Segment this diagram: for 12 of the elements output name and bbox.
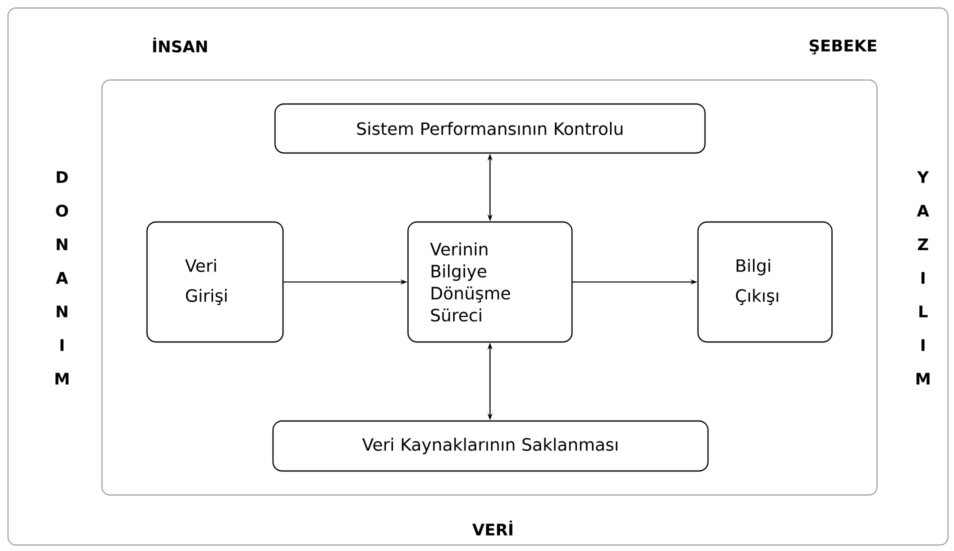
process-box: Verinin Bilgiye Dönüşme Süreci	[407, 221, 573, 343]
process-box: Veri Kaynaklarının Saklanması	[272, 420, 709, 472]
process-box: Veri Girişi	[146, 221, 284, 343]
process-box: Sistem Performansının Kontrolu	[274, 103, 706, 154]
side-label: ŞEBEKE	[810, 40, 876, 54]
outer-frame	[7, 7, 949, 546]
vertical-label: YAZILIM	[916, 171, 930, 384]
side-label: İNSAN	[153, 37, 207, 53]
inner-panel	[101, 79, 878, 496]
vertical-label: DONANIM	[56, 171, 68, 384]
side-label: VERİ	[472, 520, 512, 536]
process-box: Bilgi Çıkışı	[697, 221, 833, 343]
